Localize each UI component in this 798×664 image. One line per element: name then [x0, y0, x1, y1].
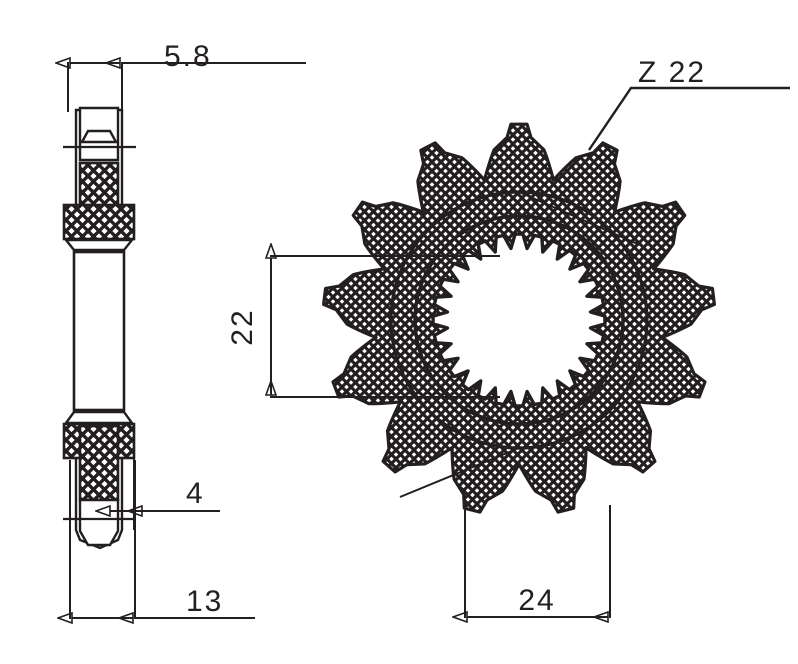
- section-split-line-b: [399, 447, 520, 498]
- dimension-root-diameter: [465, 505, 611, 618]
- dimension-hub-bore: [270, 256, 500, 398]
- dimension-thickness: [68, 62, 306, 112]
- spline-bore: [431, 232, 607, 408]
- section-split-line-a: [518, 191, 641, 246]
- lower-stem: [78, 498, 120, 547]
- hub-inner-ring: [413, 214, 625, 426]
- label-teeth-callout: Z 22: [638, 56, 706, 89]
- lower-flange-lip: [63, 410, 135, 425]
- label-boss-width: 4: [186, 477, 205, 510]
- upper-flange-hatch: [62, 203, 136, 241]
- front-sprocket-view: [322, 122, 716, 514]
- label-total-width: 13: [186, 585, 223, 618]
- section-void: [72, 250, 126, 412]
- dimension-total-width: [70, 460, 255, 619]
- side-section-view: [62, 106, 136, 550]
- label-root-diameter: 24: [518, 584, 555, 617]
- label-thickness: 5.8: [164, 40, 212, 73]
- label-hub-bore: 22: [226, 308, 259, 345]
- lower-tooth-hatch: [78, 424, 120, 502]
- top-chamfer: [79, 129, 119, 144]
- teeth-callout-leader: [588, 86, 790, 151]
- upper-flange-lip: [63, 238, 135, 252]
